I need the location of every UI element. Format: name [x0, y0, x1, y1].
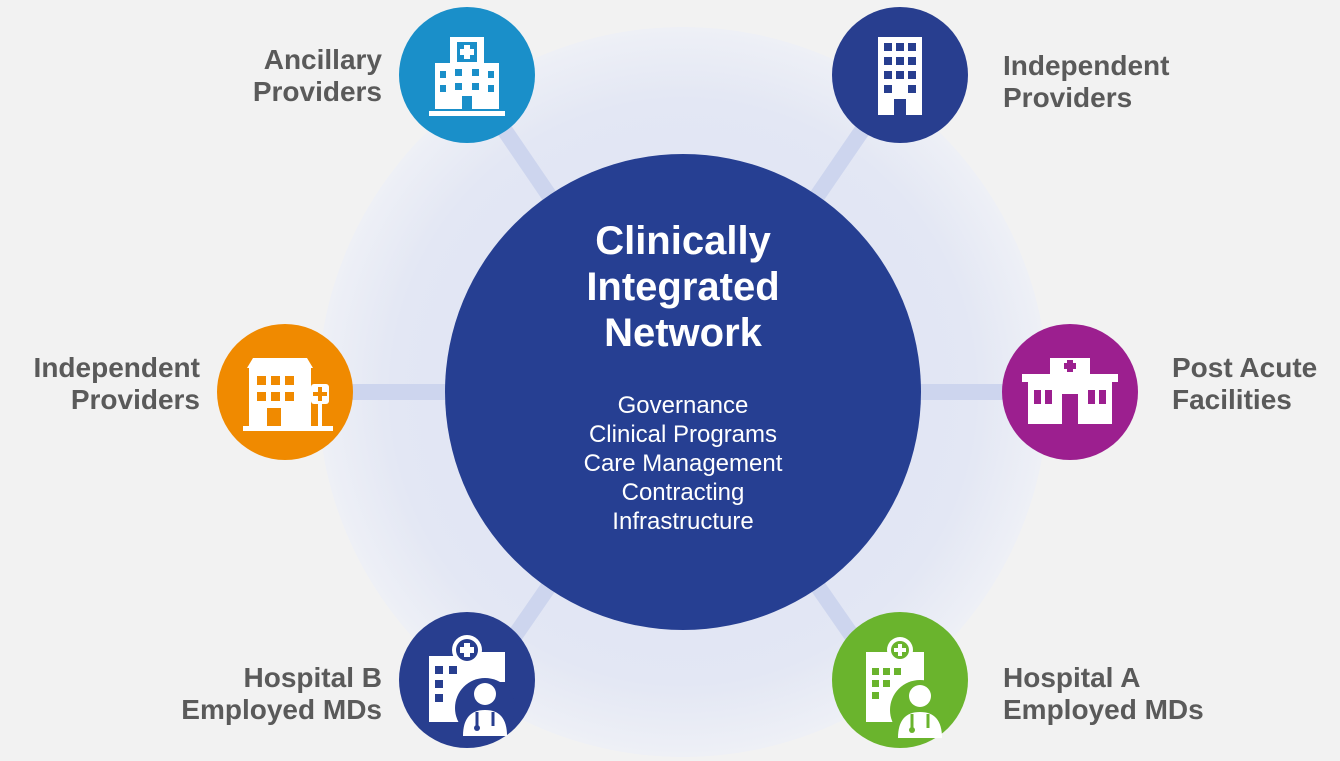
label-line: Providers: [252, 76, 382, 107]
center-title-line: Clinically: [595, 219, 771, 263]
label-hospital-b: Hospital B Employed MDs: [140, 662, 382, 726]
label-ancillary-providers: Ancillary Providers: [180, 44, 382, 108]
node-independent-providers-top: [832, 7, 968, 143]
node-independent-providers-left: [217, 324, 353, 460]
label-line: Employed MDs: [1003, 694, 1204, 725]
label-line: Employed MDs: [181, 694, 382, 725]
label-line: Ancillary: [263, 44, 382, 75]
label-line: Providers: [70, 384, 200, 415]
clinic-icon: [243, 358, 333, 431]
label-hospital-a: Hospital A Employed MDs: [1003, 662, 1243, 726]
center-circle: [445, 154, 921, 630]
hospital-doctor-icon: [429, 635, 515, 738]
label-line: Providers: [1003, 82, 1133, 113]
list-item: Governance: [617, 392, 749, 419]
list-item: Infrastructure: [612, 508, 754, 535]
hospital-doctor-icon: [866, 637, 950, 740]
node-hospital-b: [399, 612, 535, 748]
center-list: Governance Clinical Programs Care Manage…: [483, 391, 883, 536]
list-item: Contracting: [621, 479, 745, 506]
center-title: Clinically Integrated Network: [483, 218, 883, 356]
facility-icon: [1022, 358, 1118, 424]
label-post-acute-facilities: Post Acute Facilities: [1172, 352, 1340, 416]
label-line: Facilities: [1172, 384, 1292, 415]
label-line: Hospital B: [243, 662, 382, 693]
office-building-icon: [878, 37, 922, 115]
label-line: Hospital A: [1003, 662, 1141, 693]
label-line: Independent: [1003, 50, 1170, 81]
node-ancillary-providers: [399, 7, 535, 143]
node-hospital-a: [832, 612, 968, 748]
list-item: Care Management: [583, 450, 783, 477]
hospital-icon: [429, 37, 505, 116]
center-title-line: Integrated: [586, 265, 780, 309]
label-independent-providers-top: Independent Providers: [1003, 50, 1223, 114]
label-independent-providers-left: Independent Providers: [0, 352, 200, 416]
list-item: Clinical Programs: [588, 421, 778, 448]
label-line: Post Acute: [1172, 352, 1318, 383]
label-line: Independent: [33, 352, 200, 383]
center-title-line: Network: [604, 311, 762, 355]
node-post-acute-facilities: [1002, 324, 1138, 460]
